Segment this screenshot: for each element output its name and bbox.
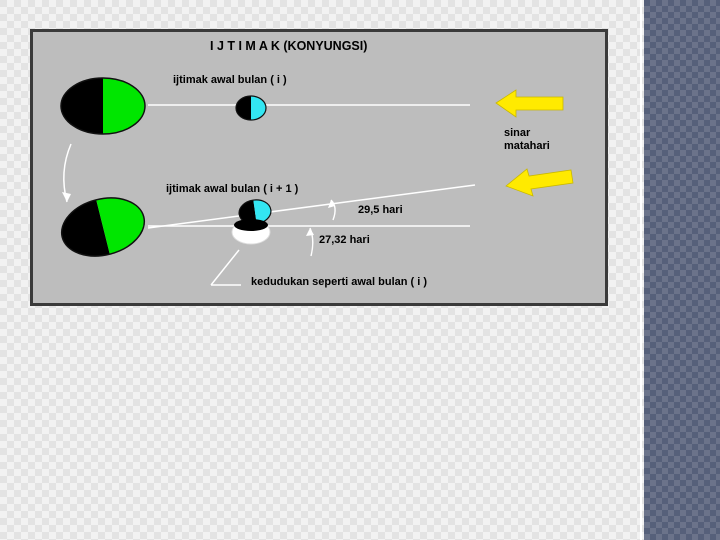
- label-ijtimak-i1: ijtimak awal bulan ( i + 1 ): [166, 183, 299, 195]
- angle-arc-sidereal: [306, 227, 314, 257]
- slide-side-strip: [644, 0, 720, 540]
- moon-ghost: [231, 219, 271, 245]
- moon-top: [235, 95, 267, 121]
- slide-edge-line: [640, 0, 642, 540]
- label-sinar: sinar: [504, 127, 531, 139]
- earth-bottom: [60, 197, 146, 257]
- bottom-sightline-new: [147, 184, 476, 229]
- label-ijtimak-i: ijtimak awal bulan ( i ): [173, 74, 287, 86]
- ijtimak-diagram: I J T I M A K (KONYUNGSI) ijtimak awal b…: [60, 39, 574, 288]
- ghost-pointer: [210, 249, 241, 286]
- label-synodic: 29,5 hari: [358, 204, 403, 216]
- orbit-transition-arrow: [62, 143, 72, 203]
- label-sidereal: 27,32 hari: [319, 234, 370, 246]
- sunlight-arrow-top: [495, 89, 564, 118]
- sunlight-arrow-bottom: [505, 168, 574, 197]
- earth-top: [60, 77, 146, 135]
- angle-arc-synodic: [328, 199, 336, 221]
- label-matahari: matahari: [504, 140, 550, 152]
- moon-bottom: [238, 199, 272, 225]
- diagram-title: I J T I M A K (KONYUNGSI): [210, 39, 367, 53]
- diagram-panel: I J T I M A K (KONYUNGSI) ijtimak awal b…: [30, 29, 608, 306]
- label-kedudukan: kedudukan seperti awal bulan ( i ): [251, 276, 427, 288]
